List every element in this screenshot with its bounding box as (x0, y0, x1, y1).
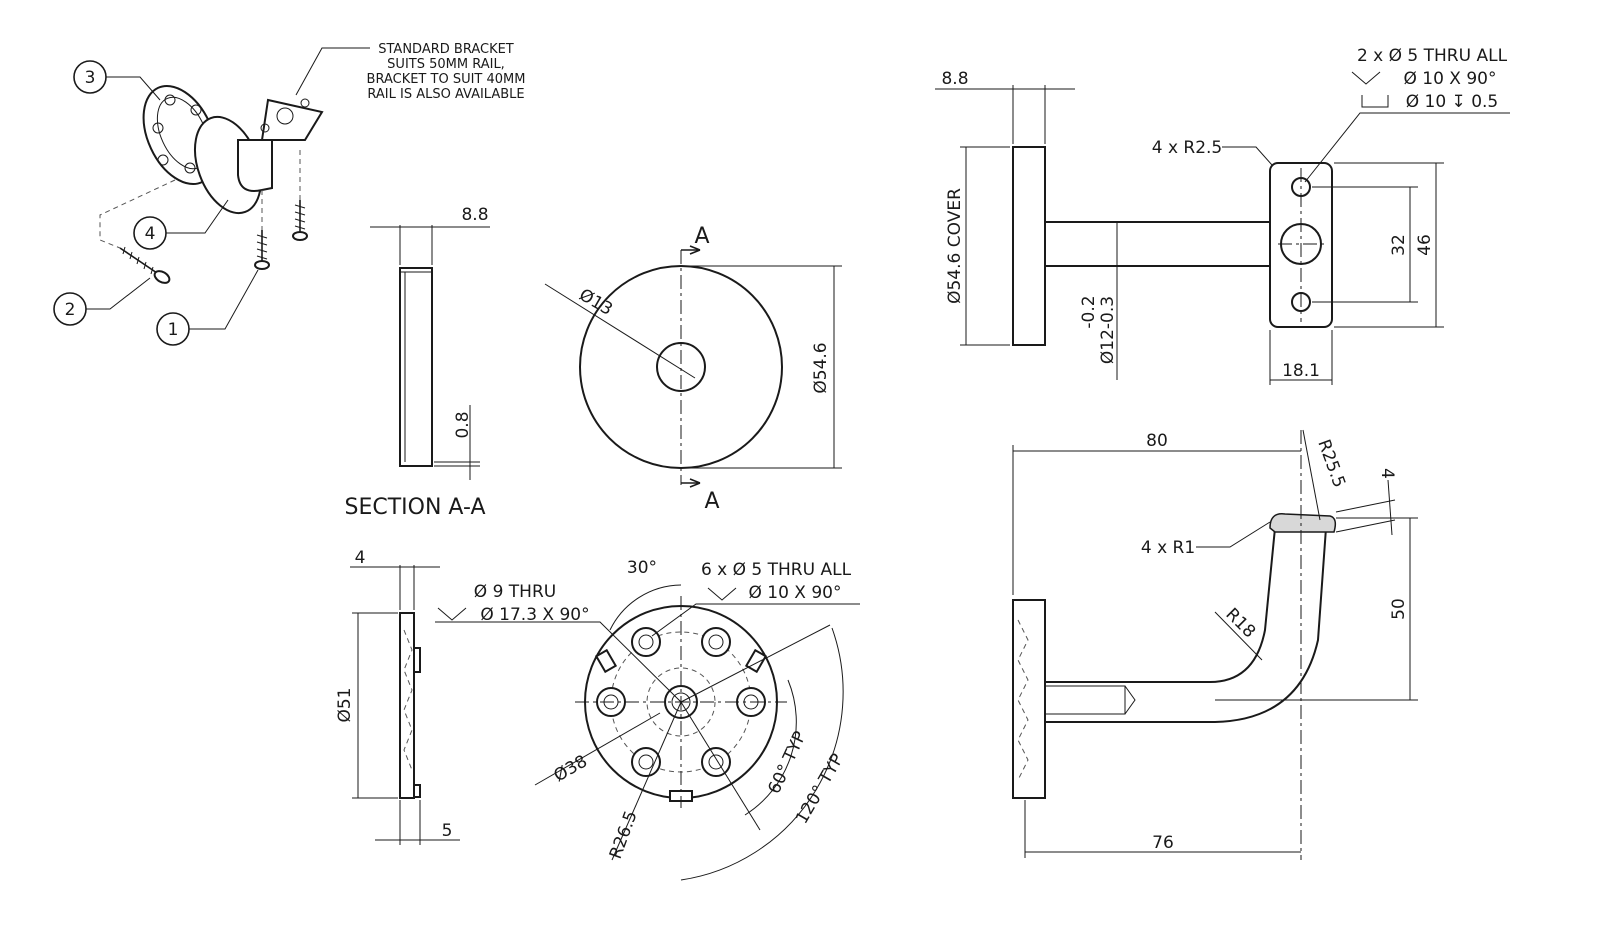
base-radius-dim: R26.5 (606, 808, 642, 862)
side-cover (1012, 599, 1046, 799)
mount-holes-note-2: Ø 10 X 90° (748, 583, 841, 603)
base-boss-dim: 5 (442, 821, 453, 841)
edge-radius-note: 4 x R1 (1141, 538, 1195, 558)
pad-thickness: 4 (1377, 468, 1397, 479)
base-front-view: 30° Ø 9 THRU Ø 17.3 X 90° 6 x Ø 5 THRU A… (435, 558, 860, 881)
center-hole-note-2: Ø 17.3 X 90° (480, 605, 589, 625)
assembly-top-view: 8.8 Ø54.6 COVER -0.2 Ø12-0.3 4 x R2.5 2 … (935, 46, 1510, 385)
top-cover (1012, 146, 1046, 346)
side-reach: 80 (1146, 431, 1168, 451)
base-side-view: 4 Ø51 5 (335, 548, 460, 845)
top-rod (1044, 221, 1271, 267)
base-angle-30: 30° (627, 558, 657, 578)
plate-width: 18.1 (1282, 361, 1320, 381)
rod-tolerance: -0.2 (1079, 295, 1099, 328)
plate-radius-note: 4 x R2.5 (1152, 138, 1223, 158)
side-base-reach: 76 (1152, 833, 1174, 853)
section-lip-dim: 0.8 (453, 411, 473, 438)
screw-2-iso (119, 246, 171, 284)
callout-1: 1 (168, 320, 179, 340)
exploded-isometric-view: 3 4 2 1 STANDARD BRACKET SUITS 50MM RAIL… (53, 42, 526, 346)
cut-label-top: A (694, 224, 709, 249)
note-line-3: BRACKET TO SUIT 40MM (367, 72, 526, 87)
side-bracket-arm (1044, 527, 1328, 723)
note-line-4: RAIL IS ALSO AVAILABLE (367, 87, 524, 102)
base-side-body (399, 612, 415, 799)
cut-label-bottom: A (704, 489, 719, 514)
bend-outer-radius: R25.5 (1313, 437, 1349, 491)
plate-hole-spacing: 32 (1389, 234, 1409, 256)
note-line-1: STANDARD BRACKET (378, 42, 514, 57)
note-line-2: SUITS 50MM RAIL, (387, 57, 505, 72)
assembly-side-view: 80 R25.5 4 4 x R1 R18 50 76 (1012, 429, 1418, 860)
callout-4: 4 (145, 224, 156, 244)
plate-holes-note-2: Ø 10 X 90° (1403, 69, 1496, 89)
top-cover-thickness: 8.8 (941, 69, 968, 89)
plate-height: 46 (1415, 234, 1435, 256)
side-height: 50 (1389, 598, 1409, 620)
rod-diameter: Ø12-0.3 (1098, 296, 1118, 364)
angle-60-dim: 60° TYP (764, 728, 810, 797)
top-cover-dia: Ø54.6 COVER (945, 188, 965, 304)
plate-holes-note-1: 2 x Ø 5 THRU ALL (1357, 46, 1508, 66)
angle-120-dim: 120° TYP (792, 750, 848, 827)
mount-holes-note-1: 6 x Ø 5 THRU ALL (701, 560, 852, 580)
plate-holes-note-3: Ø 10 ↧ 0.5 (1406, 92, 1499, 112)
screw-1-iso (254, 230, 270, 270)
bend-inner-radius: R18 (1221, 604, 1259, 642)
section-title: SECTION A-A (345, 495, 486, 520)
section-thickness-dim: 8.8 (461, 205, 488, 225)
callout-2: 2 (65, 300, 76, 320)
callout-3: 3 (85, 68, 96, 88)
base-thickness-dim: 4 (355, 548, 366, 568)
section-a-a-view: 8.8 0.8 SECTION A-A (345, 205, 490, 520)
center-hole-note-1: Ø 9 THRU (474, 582, 556, 602)
base-diameter-dim: Ø51 (335, 687, 355, 722)
cover-front-view: A A Ø13 Ø54.6 (544, 224, 842, 514)
screw-extra-iso (292, 200, 308, 241)
cover-diameter-dim: Ø54.6 (811, 342, 831, 393)
